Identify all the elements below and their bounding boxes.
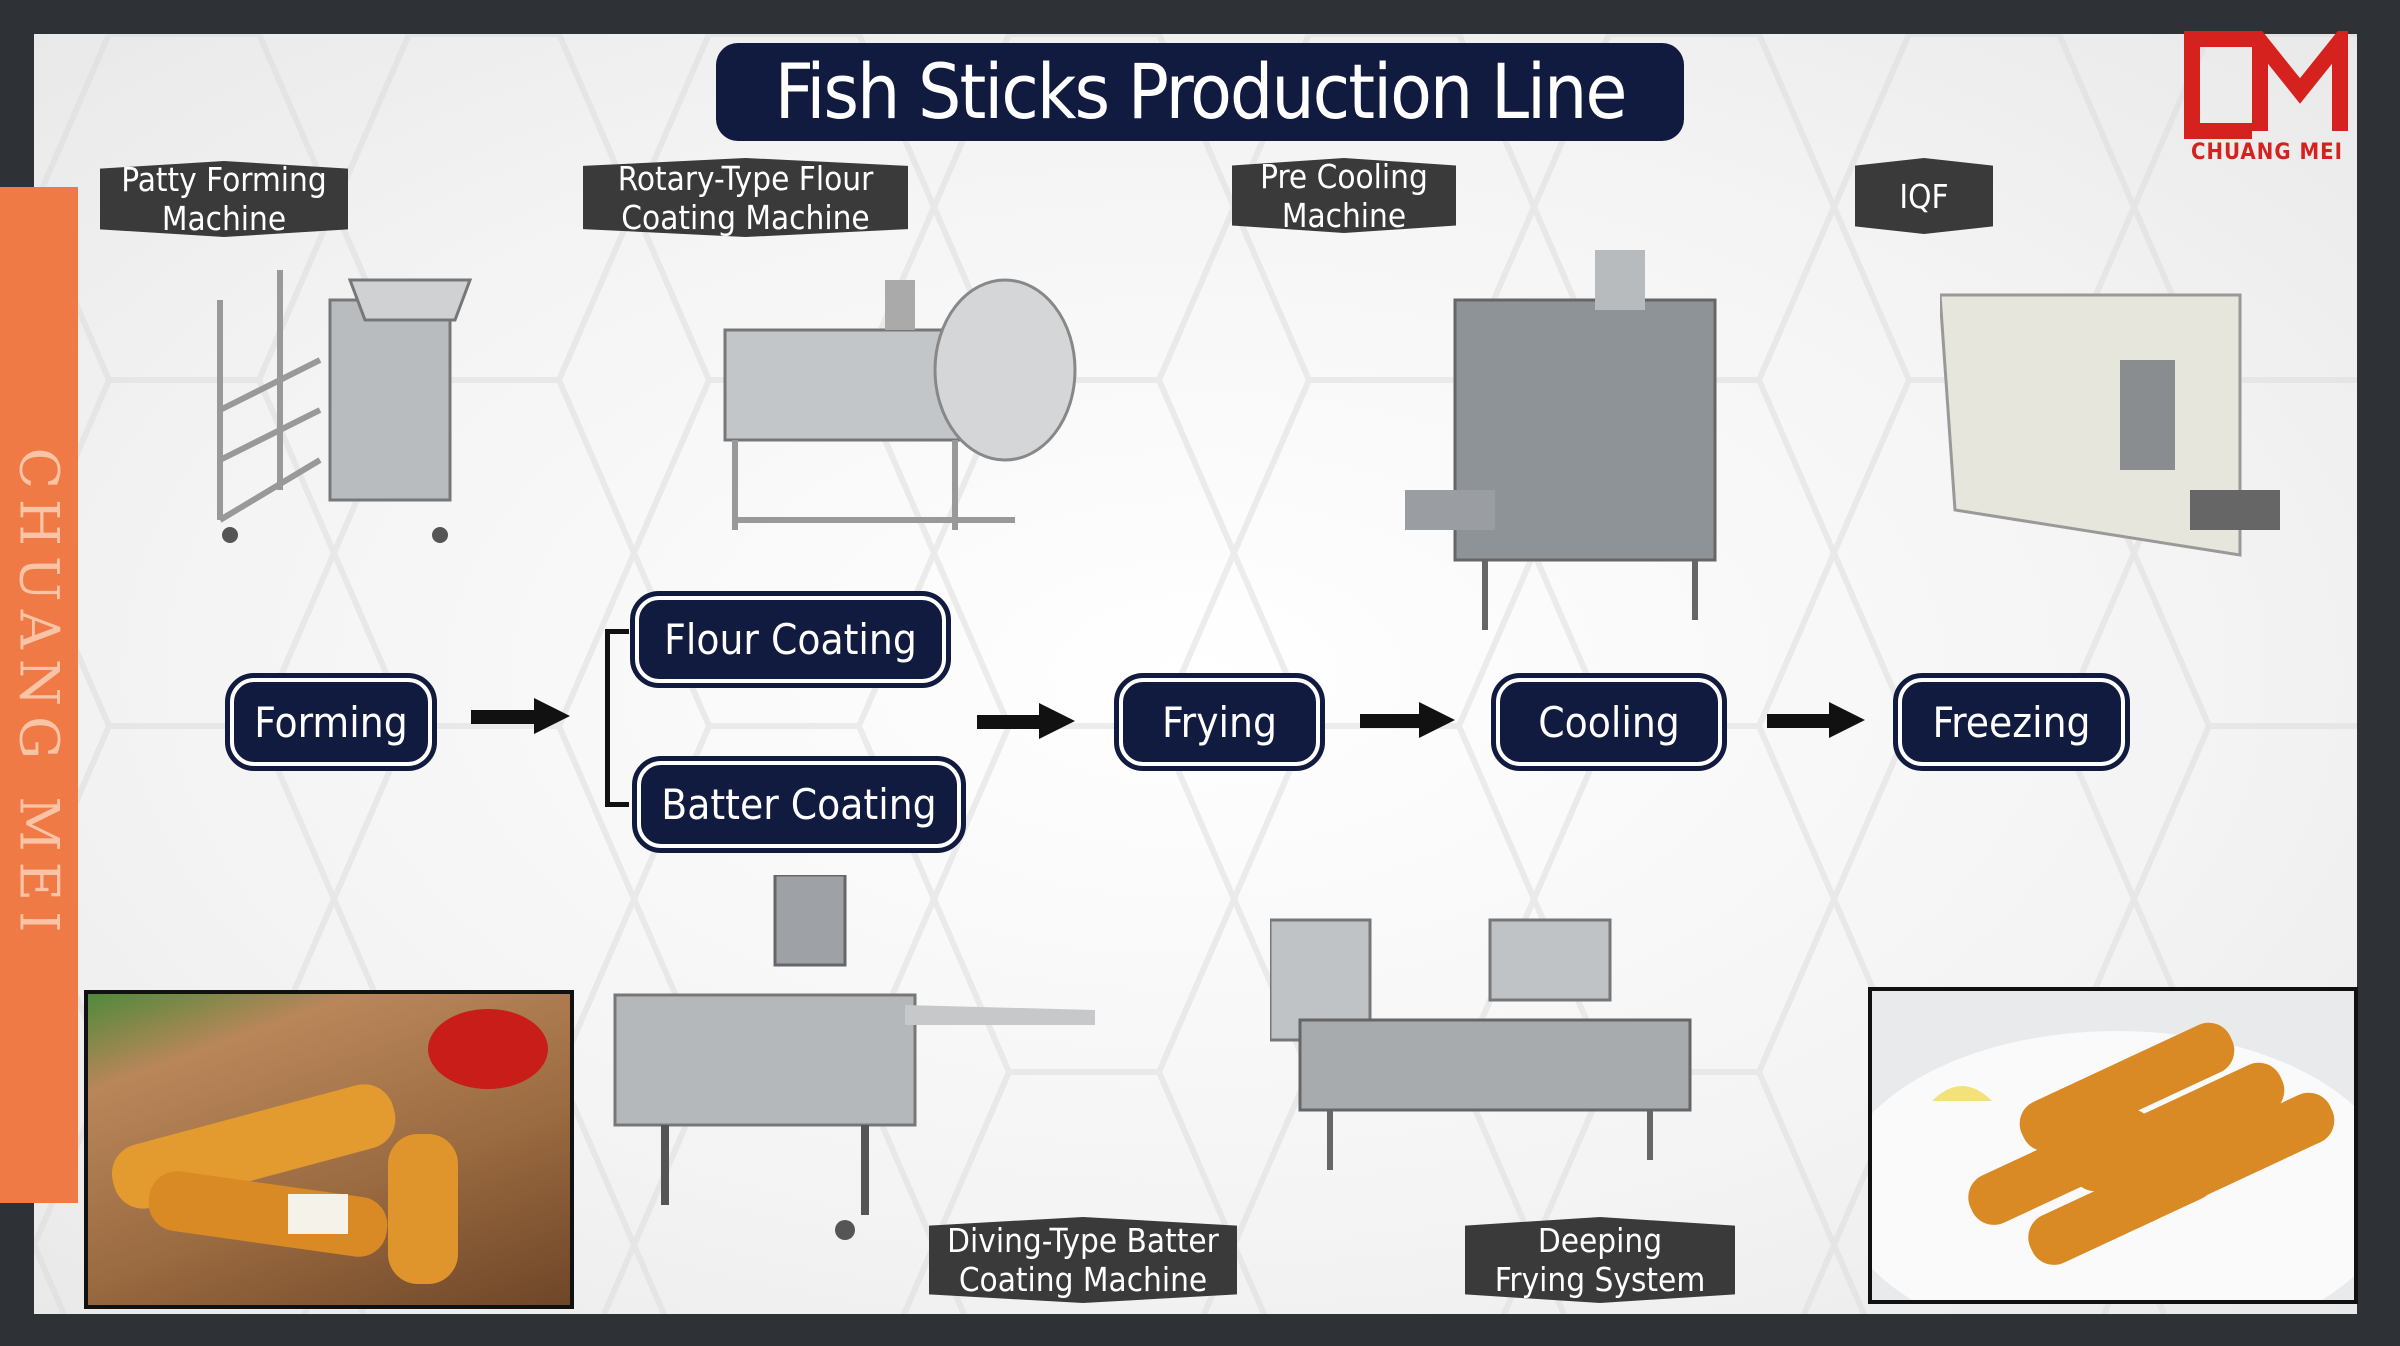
diving-batter-coating-machine-image bbox=[613, 875, 1095, 1240]
fish-sticks-plate-image bbox=[1872, 1022, 2354, 1300]
fish-sticks-photo-left bbox=[84, 990, 574, 1309]
pre-cooling-machine-image bbox=[1405, 250, 1717, 630]
sidebar-brand-text: CHUANG MEI bbox=[7, 447, 71, 943]
step-cooling: Cooling bbox=[1491, 673, 1727, 771]
step-batter-coating: Batter Coating bbox=[632, 756, 966, 853]
logo-text: CHUANG MEI bbox=[2190, 140, 2344, 165]
arrow-right-icon bbox=[1767, 702, 1865, 738]
brand-sidebar: CHUANG MEI bbox=[0, 187, 78, 1203]
patty-forming-machine-image bbox=[217, 270, 473, 543]
fish-sticks-image bbox=[111, 1009, 548, 1284]
cm-logo-icon bbox=[2184, 18, 2348, 139]
iqf-freezer-image bbox=[1940, 293, 2280, 557]
step-frying: Frying bbox=[1114, 673, 1325, 771]
branch-bracket bbox=[605, 629, 629, 807]
arrow-right-icon bbox=[471, 698, 570, 734]
chuang-mei-logo: CHUANG MEI bbox=[2182, 18, 2352, 165]
step-freezing: Freezing bbox=[1893, 673, 2130, 771]
label-iqf: IQF bbox=[1855, 158, 1993, 234]
step-forming: Forming bbox=[225, 673, 437, 771]
arrow-right-icon bbox=[1360, 702, 1455, 738]
fish-sticks-photo-right bbox=[1868, 987, 2358, 1304]
rotary-flour-coating-machine-image bbox=[723, 278, 1077, 530]
arrow-right-icon bbox=[977, 703, 1075, 739]
page-title: Fish Sticks Production Line bbox=[716, 43, 1684, 141]
deep-frying-system-image bbox=[1270, 918, 1692, 1170]
step-flour-coating: Flour Coating bbox=[630, 591, 951, 688]
